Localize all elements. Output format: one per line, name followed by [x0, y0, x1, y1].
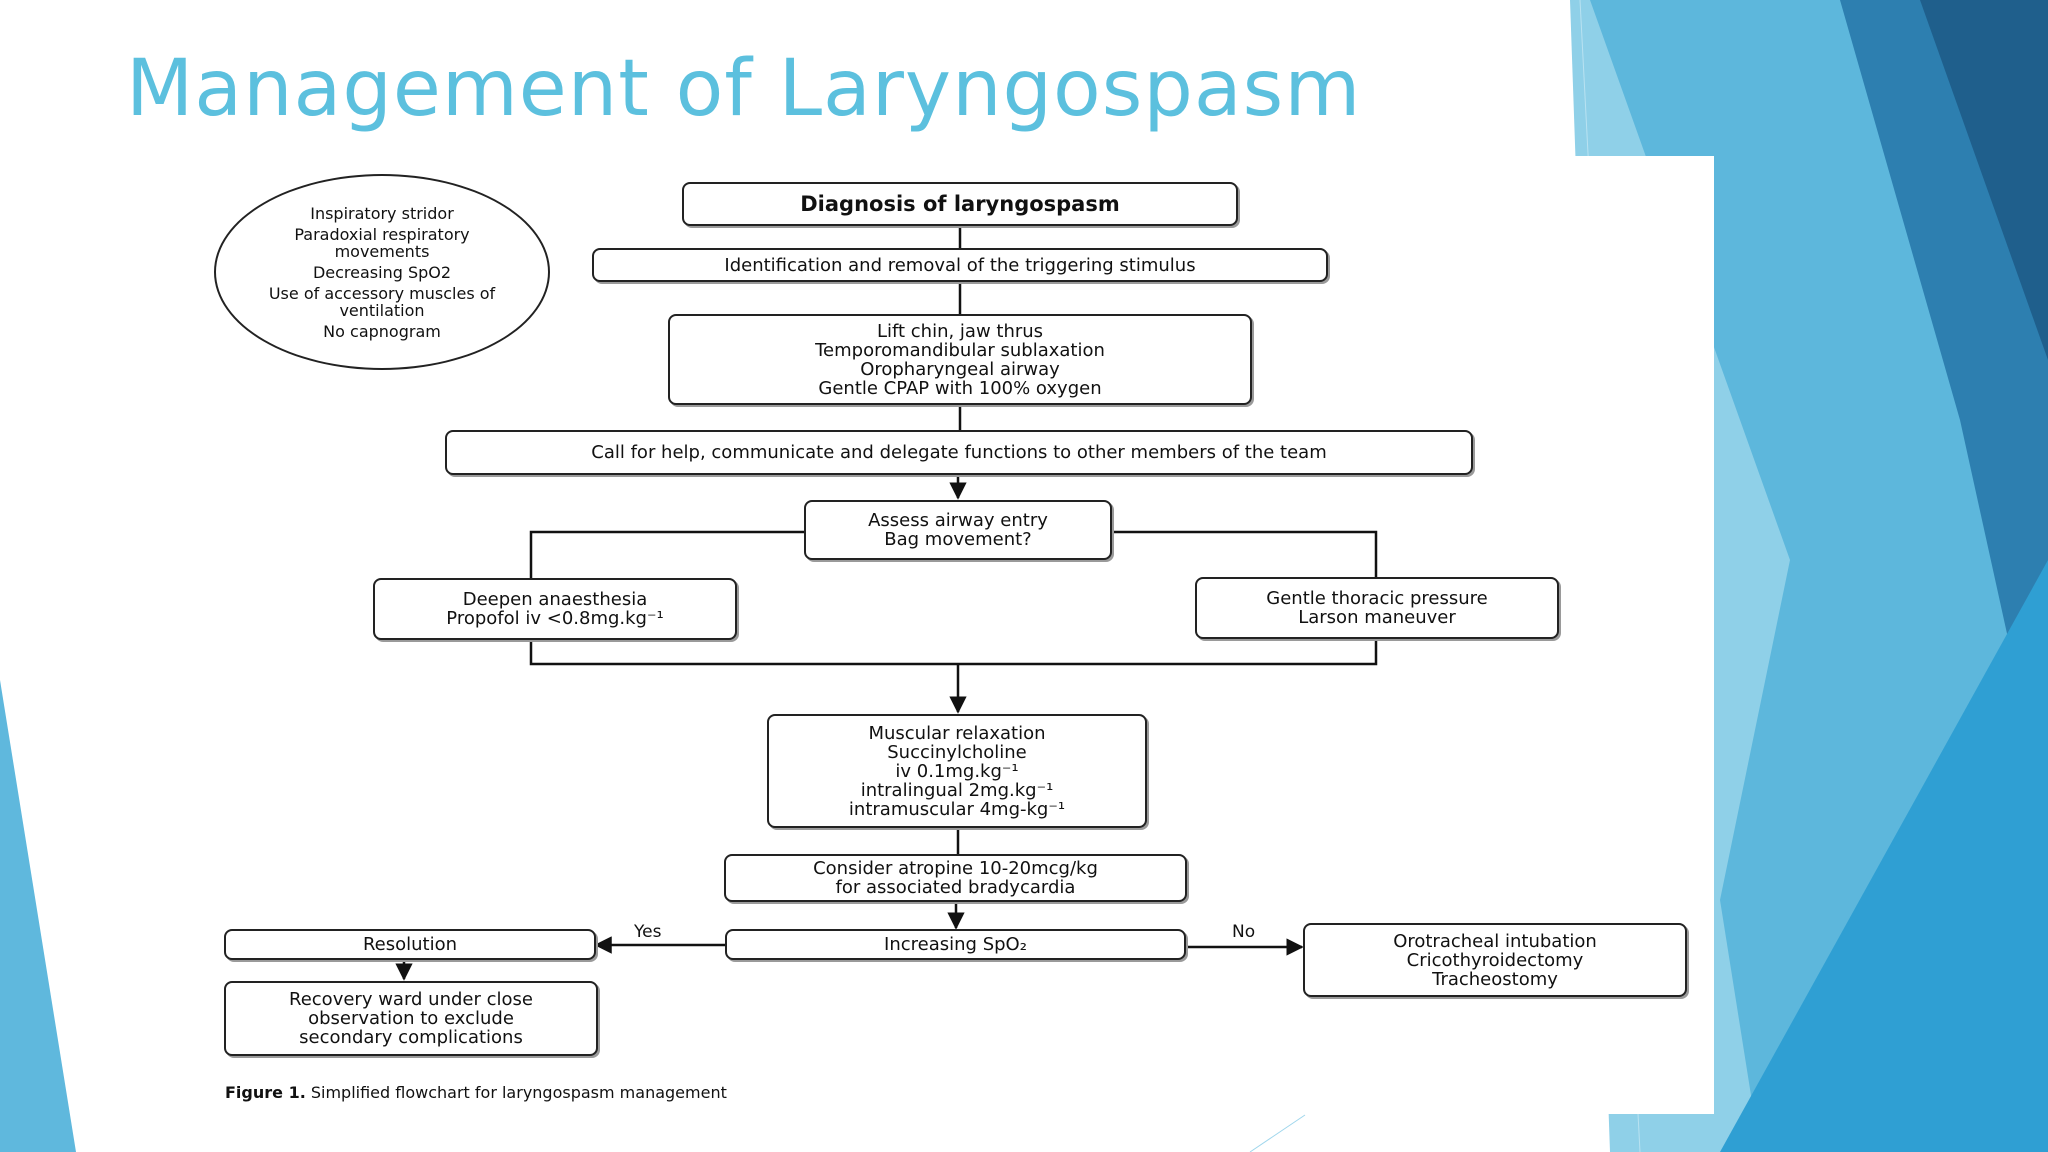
deepen-line: Propofol iv <0.8mg.kg⁻¹: [446, 608, 664, 629]
bg-shape-deep: [1920, 0, 2048, 360]
sign-item: Inspiratory stridor: [310, 203, 454, 223]
assess-line: Assess airway entry: [868, 510, 1048, 531]
recovery-box: Recovery ward under close observation to…: [224, 981, 598, 1056]
atropine-line: Consider atropine 10-20mcg/kg: [813, 858, 1098, 879]
signs-oval: Inspiratory stridor Paradoxial respirato…: [214, 174, 550, 370]
bg-shape-bottom: [1720, 560, 2048, 1152]
sign-item: Decreasing SpO2: [312, 262, 452, 282]
bg-shape-left: [0, 680, 76, 1152]
sign-item: Paradoxial respiratory: [294, 224, 470, 244]
figure-caption: Figure 1. Simplified flowchart for laryn…: [225, 1083, 727, 1102]
maneuver-line: Lift chin, jaw thrus: [876, 320, 1044, 342]
recovery-line: secondary complications: [299, 1027, 523, 1048]
increasing-spo2-box: Increasing SpO₂: [725, 929, 1186, 960]
atropine-line: for associated bradycardia: [835, 877, 1076, 898]
yes-label: Yes: [634, 922, 662, 942]
thoracic-line: Gentle thoracic pressure: [1266, 588, 1488, 609]
relaxation-line: intralingual 2mg.kg⁻¹: [860, 779, 1054, 801]
identification-box: Identification and removal of the trigge…: [592, 248, 1328, 282]
sign-item: No capnogram: [323, 321, 441, 341]
call-for-help-box: Call for help, communicate and delegate …: [445, 430, 1473, 475]
thoracic-line: Larson maneuver: [1298, 607, 1456, 628]
sign-item: ventilation: [339, 300, 425, 320]
recovery-line: Recovery ward under close: [289, 989, 533, 1010]
intubation-line: Orotracheal intubation: [1393, 930, 1597, 952]
muscular-relaxation-box: Muscular relaxation Succinylcholine iv 0…: [767, 714, 1147, 828]
bg-thin-line-2: [1249, 1114, 1306, 1152]
resolution-label: Resolution: [362, 934, 458, 955]
call-for-help-label: Call for help, communicate and delegate …: [591, 442, 1327, 463]
relaxation-line: intramuscular 4mg-kg⁻¹: [848, 798, 1066, 820]
thoracic-pressure-box: Gentle thoracic pressure Larson maneuver: [1195, 577, 1559, 639]
sign-item: movements: [334, 241, 430, 261]
relaxation-line: Succinylcholine: [887, 741, 1027, 763]
assess-box: Assess airway entry Bag movement?: [804, 500, 1112, 560]
intubation-line: Tracheostomy: [1432, 968, 1558, 990]
recovery-line: observation to exclude: [308, 1008, 514, 1029]
caption-label: Figure 1.: [225, 1083, 306, 1102]
no-label: No: [1232, 922, 1256, 942]
relaxation-line: iv 0.1mg.kg⁻¹: [895, 760, 1019, 782]
caption-text: Simplified flowchart for laryngospasm ma…: [305, 1083, 727, 1102]
diagnosis-label: Diagnosis of laryngospasm: [800, 191, 1120, 216]
maneuver-line: Gentle CPAP with 100% oxygen: [818, 377, 1102, 399]
slide-title: Management of Laryngospasm: [126, 44, 1362, 134]
deepen-anaesthesia-box: Deepen anaesthesia Propofol iv <0.8mg.kg…: [373, 578, 737, 640]
relaxation-line: Muscular relaxation: [868, 722, 1046, 744]
resolution-box: Resolution: [224, 929, 596, 960]
identification-label: Identification and removal of the trigge…: [724, 254, 1196, 276]
increasing-label: Increasing SpO₂: [884, 934, 1027, 955]
maneuver-line: Oropharyngeal airway: [860, 358, 1060, 380]
airway-maneuvers-box: Lift chin, jaw thrus Temporomandibular s…: [668, 314, 1252, 405]
diagnosis-box: Diagnosis of laryngospasm: [682, 182, 1238, 226]
intubation-line: Cricothyroidectomy: [1406, 949, 1584, 971]
deepen-line: Deepen anaesthesia: [462, 589, 648, 610]
assess-line: Bag movement?: [884, 529, 1032, 550]
intubation-box: Orotracheal intubation Cricothyroidectom…: [1303, 923, 1687, 997]
atropine-box: Consider atropine 10-20mcg/kg for associ…: [724, 854, 1187, 902]
maneuver-line: Temporomandibular sublaxation: [815, 339, 1105, 361]
sign-item: Use of accessory muscles of: [268, 283, 496, 303]
